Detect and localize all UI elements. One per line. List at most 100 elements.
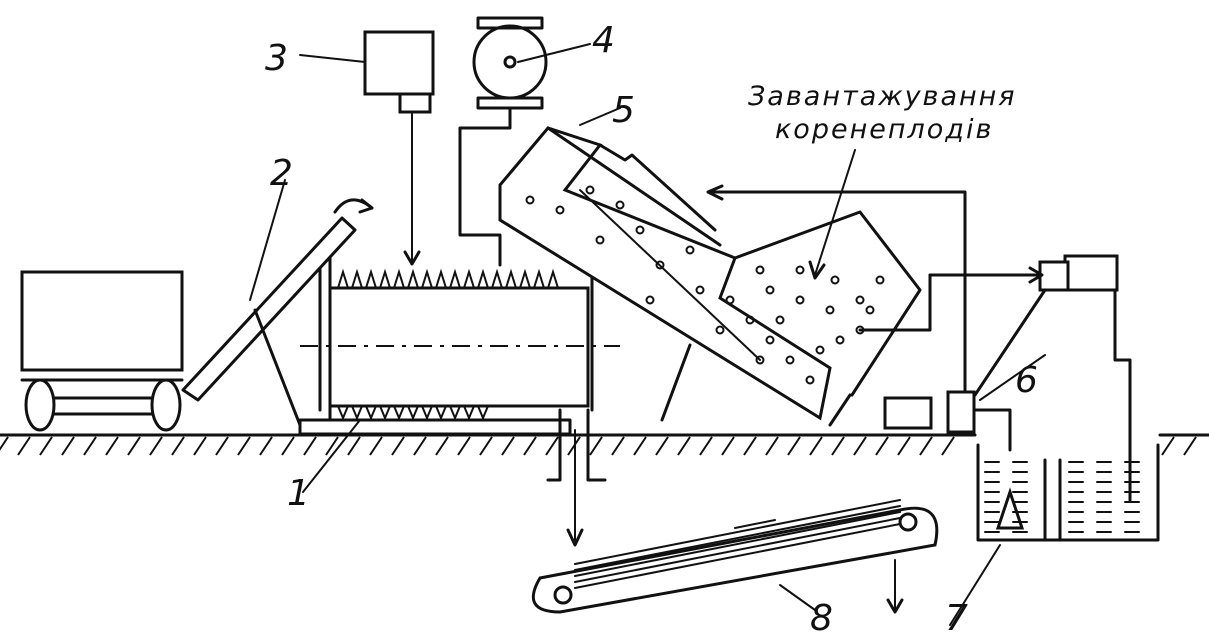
- root-vegetable-dot: [795, 265, 805, 275]
- root-vegetable-dot: [755, 355, 765, 365]
- drum-tooth: [449, 405, 461, 421]
- label-7: 7: [945, 598, 968, 635]
- ground-hatch-stroke: [1183, 436, 1197, 456]
- root-vegetable-dot: [715, 325, 725, 335]
- ground-hatch-stroke: [325, 436, 339, 456]
- pump-motor-6: [858, 254, 1132, 502]
- drum-tooth: [533, 268, 545, 289]
- drum-tooth: [379, 405, 391, 421]
- ground-hatch-stroke: [413, 436, 427, 456]
- root-vegetable-dot: [875, 275, 885, 285]
- drum-tooth: [351, 405, 363, 421]
- conveyor-belt-line: [574, 505, 901, 571]
- conveyor-belt-line: [574, 511, 901, 577]
- root-vegetable-dot: [725, 295, 735, 305]
- conveyor-belt-line: [574, 499, 901, 565]
- caption-arrowhead: [808, 260, 826, 280]
- ground-hatch-stroke: [105, 436, 119, 456]
- ground-hatch-stroke: [875, 436, 889, 456]
- root-vegetable-dot: [655, 260, 665, 270]
- root-vegetable-dot: [825, 305, 835, 315]
- drum-tooth: [365, 268, 377, 289]
- ground-hatch-stroke: [39, 436, 53, 456]
- ground-hatch-stroke: [435, 436, 449, 456]
- ground-hatch-stroke: [1161, 436, 1175, 456]
- root-vegetable-dot: [765, 285, 775, 295]
- feed-conveyor-2: [181, 179, 374, 427]
- ground-hatch-stroke: [237, 436, 251, 456]
- drum-tooth: [505, 268, 517, 289]
- root-vegetable-dot: [795, 295, 805, 305]
- root-vegetable-dot: [855, 295, 865, 305]
- ground-hatch-stroke: [589, 436, 603, 456]
- ground-hatch-stroke: [457, 436, 471, 456]
- ground-hatch-stroke: [171, 436, 185, 456]
- root-vegetable-dot: [805, 375, 815, 385]
- drum-tooth: [351, 268, 363, 289]
- ground-hatch-stroke: [17, 436, 31, 456]
- ground-hatch-stroke: [369, 436, 383, 456]
- ground-hatch-stroke: [831, 436, 845, 456]
- ground-hatch-stroke: [303, 436, 317, 456]
- drum-tooth: [435, 405, 447, 421]
- ground-hatch-stroke: [633, 436, 647, 456]
- drum-tooth: [393, 268, 405, 289]
- ground-hatch-stroke: [743, 436, 757, 456]
- ground-hatch-stroke: [193, 436, 207, 456]
- drum-tooth: [421, 268, 433, 289]
- root-vegetable-dot: [835, 335, 845, 345]
- label-2: 2: [270, 153, 293, 194]
- root-vegetable-dot: [555, 205, 565, 215]
- ground-hatch-stroke: [523, 436, 537, 456]
- root-vegetable-dot: [775, 315, 785, 325]
- drum-tooth: [519, 268, 531, 289]
- drum-tooth: [547, 268, 559, 289]
- drum-tooth: [393, 405, 405, 421]
- ground-hatch-stroke: [347, 436, 361, 456]
- caption-arrow: [814, 149, 856, 276]
- ground-hatch-stroke: [677, 436, 691, 456]
- root-vegetable-dot: [645, 295, 655, 305]
- ground-hatch-stroke: [61, 436, 75, 456]
- conveyor-belt-line: [574, 517, 901, 583]
- drum-tooth: [463, 405, 475, 421]
- dosing-tank-3: [299, 30, 435, 266]
- drum-tooth: [407, 268, 419, 289]
- ground-hatch-stroke: [215, 436, 229, 456]
- ground-hatch-stroke: [919, 436, 933, 456]
- label-6: 6: [1015, 360, 1038, 401]
- root-vegetable-dot: [635, 225, 645, 235]
- root-vegetable-dot: [525, 195, 535, 205]
- root-vegetable-dot: [745, 315, 755, 325]
- drum-tooth: [477, 268, 489, 289]
- drum-tooth: [491, 268, 503, 289]
- ground-hatch-stroke: [545, 436, 559, 456]
- root-vegetable-dot: [685, 245, 695, 255]
- trolley: [20, 270, 184, 432]
- ground-hatch-stroke: [127, 436, 141, 456]
- root-vegetable-dot: [695, 285, 705, 295]
- ground: [0, 433, 1209, 456]
- drum-tooth: [421, 405, 433, 421]
- caption-line-2: коренеплодів: [775, 114, 993, 145]
- root-vegetable-dot: [615, 200, 625, 210]
- ground-hatch-stroke: [259, 436, 273, 456]
- root-vegetable-dot: [585, 185, 595, 195]
- label-1: 1: [287, 473, 310, 514]
- ground-hatch-stroke: [149, 436, 163, 456]
- ground-hatch-stroke: [501, 436, 515, 456]
- conveyor-belt-line: [574, 523, 901, 589]
- drum-tooth: [449, 268, 461, 289]
- root-vegetable-dot: [865, 305, 875, 315]
- ground-hatch-stroke: [699, 436, 713, 456]
- root-vegetable-dot: [755, 265, 765, 275]
- drum-tooth: [477, 405, 489, 421]
- drum-washer-1: [298, 266, 620, 547]
- label-8: 8: [810, 598, 833, 635]
- ground-hatch-stroke: [83, 436, 97, 456]
- ground-hatch-stroke: [809, 436, 823, 456]
- root-vegetable-dot: [815, 345, 825, 355]
- drum-tooth: [337, 268, 349, 289]
- ground-hatch-stroke: [787, 436, 801, 456]
- root-vegetable-dot: [595, 235, 605, 245]
